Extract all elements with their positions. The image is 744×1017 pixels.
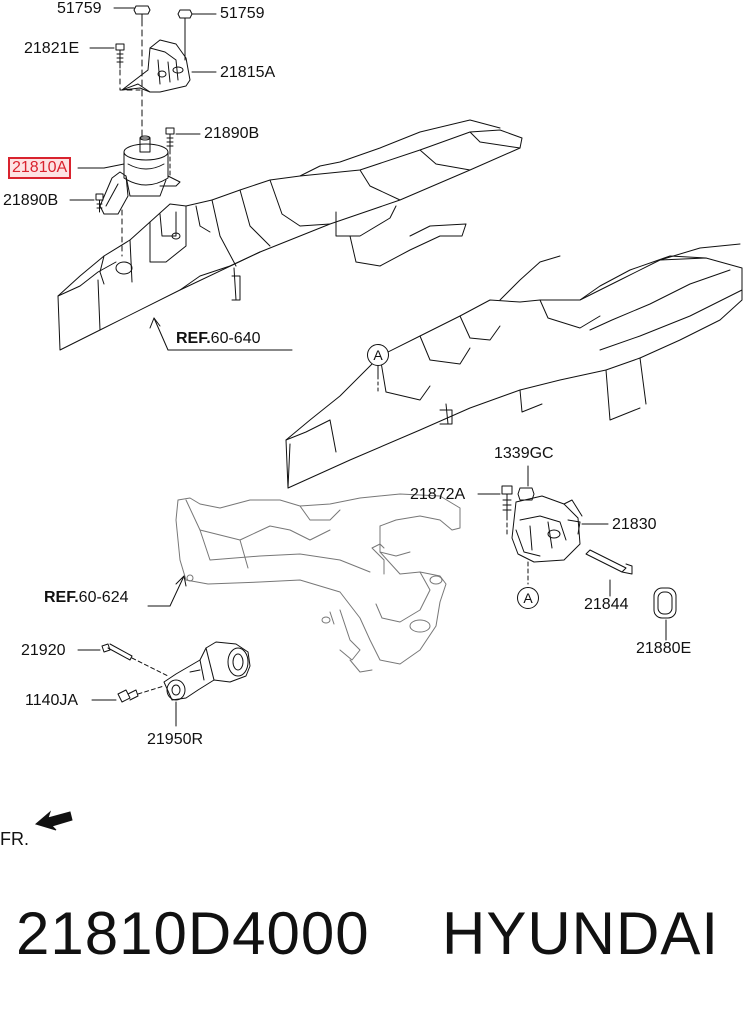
front-direction-label: FR. xyxy=(0,829,29,849)
label-21880E: 21880E xyxy=(636,640,692,657)
nut-1339GC xyxy=(517,487,535,501)
exploded-parts-diagram xyxy=(34,5,743,831)
label-21844: 21844 xyxy=(584,596,629,613)
bolt-21844 xyxy=(585,549,633,575)
bolt-21890B-b xyxy=(95,193,104,213)
nut-51759-b xyxy=(177,9,193,61)
nut-51759-a xyxy=(133,5,151,21)
label-51759-right: 51759 xyxy=(220,5,265,22)
label-21890B-left: 21890B xyxy=(3,192,59,209)
label-21872A: 21872A xyxy=(410,486,466,503)
label-21810A-highlighted: 21810A xyxy=(7,157,72,179)
frame-rail-lower-drawing xyxy=(285,243,743,489)
mount-bracket-21830-drawing xyxy=(511,495,583,563)
reference-code: 60-624 xyxy=(78,589,129,606)
bolt-21920 xyxy=(101,643,169,677)
label-21890B-top: 21890B xyxy=(204,125,260,142)
bolt-21872A xyxy=(501,485,513,535)
marker-circle-a-top: A xyxy=(367,344,389,366)
part-number-caption: 21810D4000 xyxy=(16,900,370,967)
roll-stopper-21950R-drawing xyxy=(163,641,251,701)
label-21950R: 21950R xyxy=(147,731,204,748)
label-21815A: 21815A xyxy=(220,64,276,81)
label-1339GC: 1339GC xyxy=(494,445,554,462)
label-1140JA: 1140JA xyxy=(25,692,79,709)
brand-caption: HYUNDAI xyxy=(442,900,720,967)
reference-code: 60-640 xyxy=(210,330,261,347)
bracket-21815A-drawing xyxy=(121,39,191,93)
label-51759-left: 51759 xyxy=(57,0,102,17)
bolt-21821E xyxy=(115,43,125,69)
reference-prefix: REF. xyxy=(44,589,79,606)
label-21821E: 21821E xyxy=(24,40,80,57)
engine-mount-21810A-drawing xyxy=(99,135,181,215)
bolt-21890B-a xyxy=(165,127,175,179)
frame-rail-upper-drawing xyxy=(57,119,523,351)
subframe-crossmember-drawing xyxy=(175,493,461,673)
label-21920: 21920 xyxy=(21,642,66,659)
reference-prefix: REF. xyxy=(176,330,211,347)
cap-21880E xyxy=(653,587,677,619)
reference-60-624: REF.60-624 xyxy=(44,589,129,607)
front-direction-arrow-icon xyxy=(34,810,73,831)
label-21830: 21830 xyxy=(612,516,657,533)
reference-60-640: REF.60-640 xyxy=(176,330,261,348)
bolt-1140JA xyxy=(117,685,165,703)
marker-circle-a-bottom: A xyxy=(517,587,539,609)
